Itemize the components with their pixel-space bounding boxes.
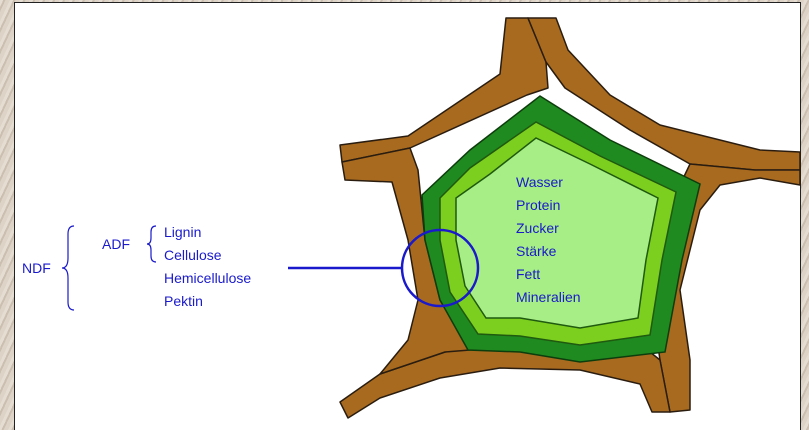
cell-content-item: Wasser — [516, 174, 563, 190]
adf-label: ADF — [102, 236, 130, 252]
cell-content-item: Stärke — [516, 243, 557, 259]
adf-brace — [147, 226, 156, 262]
cell-content-item: Zucker — [516, 220, 559, 236]
cellulose-label: Cellulose — [164, 247, 222, 263]
hemicellulose-label: Hemicellulose — [164, 270, 251, 286]
cell-content-item: Mineralien — [516, 289, 581, 305]
ndf-brace — [62, 226, 74, 310]
lignin-label: Lignin — [164, 224, 201, 240]
cell-content-item: Fett — [516, 266, 540, 282]
pectin-label: Pektin — [164, 293, 203, 309]
ndf-label: NDF — [22, 260, 51, 276]
cell-content-item: Protein — [516, 197, 560, 213]
